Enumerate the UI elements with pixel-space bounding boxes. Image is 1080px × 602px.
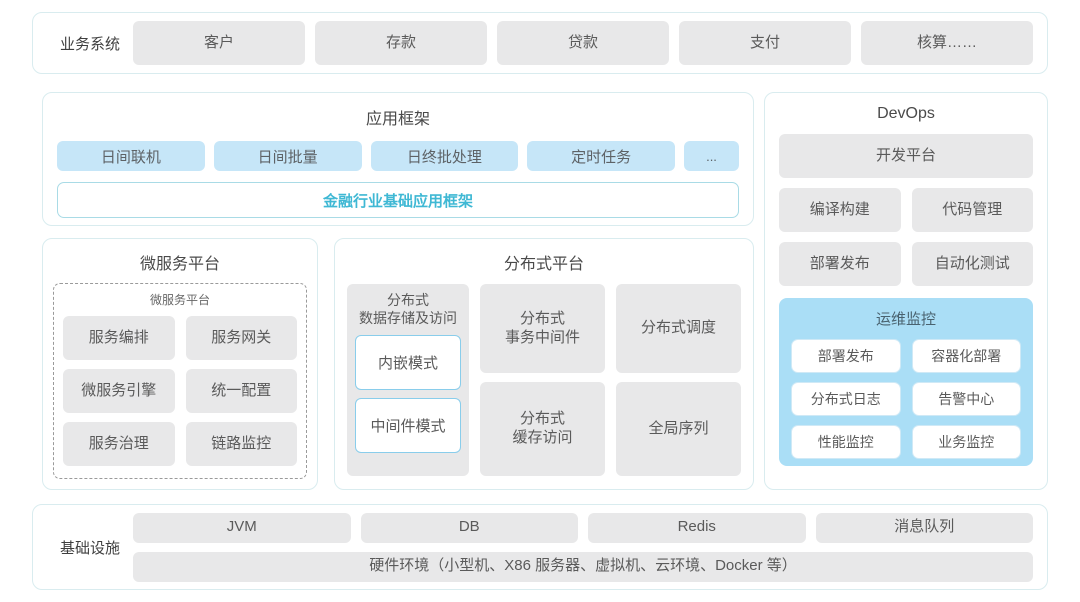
application-framework-panel: 应用框架 日间联机 日间批量 日终批处理 定时任务 ... 金融行业基础应用框架 <box>42 92 754 226</box>
infrastructure-item[interactable]: JVM <box>133 512 351 543</box>
microservice-item[interactable]: 服务治理 <box>63 422 175 466</box>
ops-monitoring-title: 运维监控 <box>875 311 936 328</box>
distributed-data-storage-label: 分布式 数据存储及访问 <box>355 292 461 327</box>
embedded-mode-box[interactable]: 内嵌模式 <box>355 335 461 390</box>
distributed-data-storage-line1: 分布式 <box>387 292 429 308</box>
devops-grid: 编译构建 代码管理 部署发布 自动化测试 <box>779 188 1033 286</box>
distributed-cell-line1: 分布式 <box>519 309 565 327</box>
business-systems-panel: 业务系统 客户 存款 贷款 支付 核算…… <box>32 12 1048 74</box>
microservice-item[interactable]: 统一配置 <box>185 369 297 413</box>
left-column: 应用框架 日间联机 日间批量 日终批处理 定时任务 ... 金融行业基础应用框架… <box>42 92 754 490</box>
distributed-data-storage-line2: 数据存储及访问 <box>359 309 457 326</box>
distributed-cell[interactable]: 分布式 缓存访问 <box>480 382 605 476</box>
distributed-platform-grid: 分布式 事务中间件 分布式调度 分布式 缓存访问 <box>480 284 741 476</box>
devops-title: DevOps <box>877 105 935 122</box>
distributed-cell[interactable]: 全局序列 <box>616 382 741 476</box>
infrastructure-chip-list: JVM DB Redis 消息队列 <box>133 512 1033 543</box>
devops-item[interactable]: 部署发布 <box>779 242 901 286</box>
app-framework-tag[interactable]: 日终批处理 <box>370 141 519 171</box>
hardware-environment-bar[interactable]: 硬件环境（小型机、X86 服务器、虚拟机、云环境、Docker 等） <box>133 551 1033 582</box>
ops-monitoring-item[interactable]: 告警中心 <box>911 382 1021 416</box>
middle-section: 应用框架 日间联机 日间批量 日终批处理 定时任务 ... 金融行业基础应用框架… <box>32 92 1048 490</box>
business-systems-chip-list: 客户 存款 贷款 支付 核算…… <box>133 21 1033 65</box>
distributed-platform-title: 分布式平台 <box>503 256 584 273</box>
distributed-data-storage-card[interactable]: 分布式 数据存储及访问 内嵌模式 中间件模式 <box>347 284 469 476</box>
distributed-cell-line1: 分布式 <box>519 410 565 428</box>
infrastructure-content: JVM DB Redis 消息队列 硬件环境（小型机、X86 服务器、虚拟机、云… <box>133 512 1033 582</box>
distributed-platform-body: 分布式 数据存储及访问 内嵌模式 中间件模式 分布式 事务中间件 <box>347 284 741 476</box>
ops-monitoring-grid: 部署发布 容器化部署 分布式日志 告警中心 性能监控 业务监控 <box>791 339 1021 459</box>
business-system-item[interactable]: 客户 <box>133 21 305 65</box>
infrastructure-item[interactable]: DB <box>360 512 578 543</box>
infrastructure-item[interactable]: Redis <box>588 512 806 543</box>
microservice-item[interactable]: 服务编排 <box>63 316 175 360</box>
application-framework-title: 应用框架 <box>365 111 430 128</box>
app-framework-tag[interactable]: 日间批量 <box>213 141 362 171</box>
ops-monitoring-item[interactable]: 部署发布 <box>791 339 901 373</box>
app-framework-tag[interactable]: 日间联机 <box>57 141 205 171</box>
devops-item[interactable]: 自动化测试 <box>911 242 1033 286</box>
distributed-cell[interactable]: 分布式调度 <box>616 284 741 373</box>
infrastructure-item[interactable]: 消息队列 <box>815 512 1033 543</box>
business-system-item[interactable]: 贷款 <box>497 21 669 65</box>
microservice-platform-inner-title: 微服务平台 <box>149 293 210 307</box>
microservice-item[interactable]: 微服务引擎 <box>63 369 175 413</box>
ops-monitoring-item[interactable]: 分布式日志 <box>791 382 901 416</box>
devops-item[interactable]: 编译构建 <box>779 188 901 232</box>
business-system-item[interactable]: 存款 <box>315 21 487 65</box>
distributed-platform-panel: 分布式平台 分布式 数据存储及访问 内嵌模式 中间件模式 分布式 <box>334 238 754 490</box>
distributed-cell-line1: 全局序列 <box>648 419 709 437</box>
devops-panel: DevOps 开发平台 编译构建 代码管理 部署发布 自动化测试 运维监控 部署… <box>764 92 1048 490</box>
middleware-mode-box[interactable]: 中间件模式 <box>355 398 461 453</box>
distributed-cell[interactable]: 分布式 事务中间件 <box>480 284 605 373</box>
microservice-platform-title: 微服务平台 <box>139 256 220 273</box>
business-system-item[interactable]: 核算…… <box>861 21 1033 65</box>
ops-monitoring-item[interactable]: 业务监控 <box>911 425 1021 459</box>
microservice-platform-grid: 服务编排 服务网关 微服务引擎 统一配置 服务治理 链路监控 <box>63 316 297 466</box>
financial-base-framework-bar[interactable]: 金融行业基础应用框架 <box>57 182 739 218</box>
microservice-item[interactable]: 服务网关 <box>185 316 297 360</box>
microservice-item[interactable]: 链路监控 <box>185 422 297 466</box>
ops-monitoring-item[interactable]: 性能监控 <box>791 425 901 459</box>
microservice-platform-inner-box: 微服务平台 服务编排 服务网关 微服务引擎 统一配置 服务治理 链路监控 <box>53 283 307 479</box>
distributed-cell-line2: 事务中间件 <box>504 328 580 346</box>
ops-monitoring-panel: 运维监控 部署发布 容器化部署 分布式日志 告警中心 性能监控 业务监控 <box>779 298 1033 466</box>
application-framework-tag-list: 日间联机 日间批量 日终批处理 定时任务 ... <box>57 141 739 171</box>
ops-monitoring-item[interactable]: 容器化部署 <box>911 339 1021 373</box>
app-framework-tag-more[interactable]: ... <box>684 141 739 171</box>
infrastructure-label: 基础设施 <box>59 539 120 557</box>
microservice-platform-panel: 微服务平台 微服务平台 服务编排 服务网关 微服务引擎 统一配置 服务治理 链路… <box>42 238 318 490</box>
distributed-cell-line2: 缓存访问 <box>512 429 573 446</box>
app-framework-tag[interactable]: 定时任务 <box>527 141 675 171</box>
devops-platform-item[interactable]: 开发平台 <box>779 134 1033 178</box>
devops-item[interactable]: 代码管理 <box>911 188 1033 232</box>
business-systems-label: 业务系统 <box>59 35 120 53</box>
distributed-cell-line1: 分布式调度 <box>640 319 716 337</box>
infrastructure-panel: 基础设施 JVM DB Redis 消息队列 硬件环境（小型机、X86 服务器、… <box>32 504 1048 590</box>
business-system-item[interactable]: 支付 <box>679 21 851 65</box>
